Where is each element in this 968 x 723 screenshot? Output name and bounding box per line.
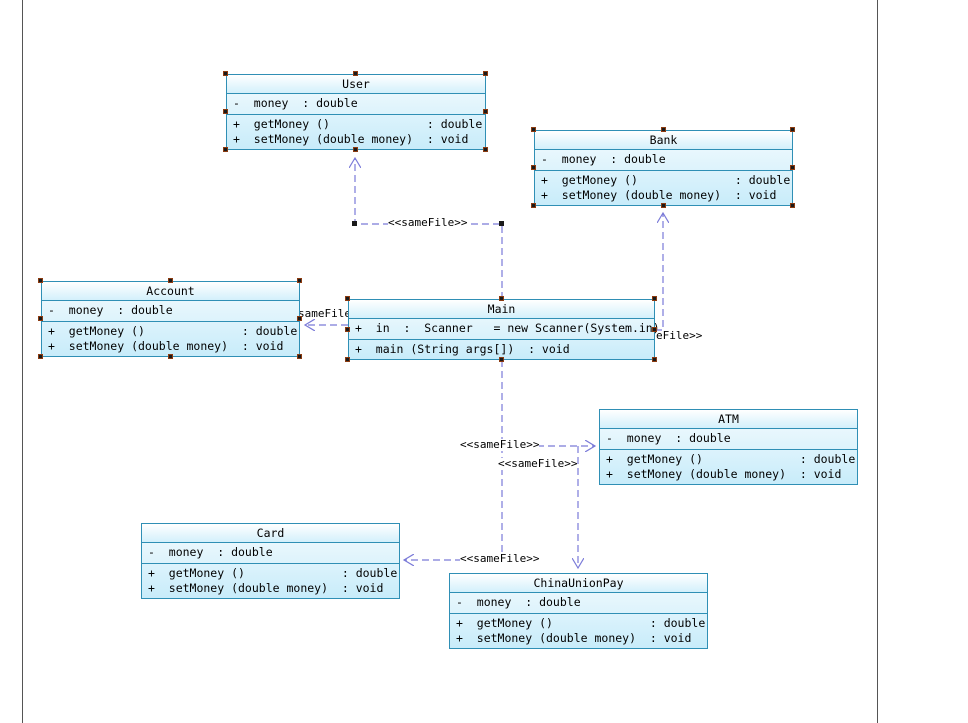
resize-handle[interactable] [661,127,666,132]
operation-compartment: + getMoney () : double + setMoney (doubl… [450,614,707,649]
resize-handle[interactable] [168,278,173,283]
operation-row: + getMoney () : double [233,117,483,131]
stereotype-label-chinaunionpay-link: <<sameFile>> [498,457,578,470]
resize-handle[interactable] [652,357,657,362]
resize-handle[interactable] [297,316,302,321]
class-atm[interactable]: ATM - money : double + getMoney () : dou… [599,409,858,485]
resize-handle[interactable] [790,203,795,208]
resize-handle[interactable] [483,71,488,76]
class-name: ChinaUnionPay [450,574,707,593]
link-bend-handle[interactable] [499,221,504,226]
resize-handle[interactable] [531,203,536,208]
class-name: User [227,75,485,94]
class-account[interactable]: Account - money : double + getMoney () :… [41,281,300,357]
class-main[interactable]: Main + in : Scanner = new Scanner(System… [348,299,660,360]
class-name: Main [349,300,654,319]
operation-row: + getMoney () : double [541,173,791,187]
operation-row: + getMoney () : double [606,452,856,466]
link-main-to-bank[interactable] [655,213,663,331]
attribute-row: - money : double [541,152,666,166]
operation-compartment: + main (String args[]) : void [349,340,654,360]
stereotype-label-user-link: <<sameFile>> [388,216,468,229]
resize-handle[interactable] [483,109,488,114]
resize-handle[interactable] [531,127,536,132]
resize-handle[interactable] [345,296,350,301]
resize-handle[interactable] [353,147,358,152]
resize-handle[interactable] [38,354,43,359]
attribute-compartment: - money : double [450,593,707,614]
operation-row: + setMoney (double money) : void [456,631,692,645]
attribute-row: - money : double [48,303,173,317]
resize-handle[interactable] [790,165,795,170]
resize-handle[interactable] [345,327,350,332]
resize-handle[interactable] [790,127,795,132]
attribute-row: - money : double [148,545,273,559]
attribute-compartment: - money : double [42,301,299,322]
resize-handle[interactable] [353,71,358,76]
resize-handle[interactable] [297,278,302,283]
resize-handle[interactable] [223,147,228,152]
resize-handle[interactable] [652,327,657,332]
attribute-row: - money : double [456,595,581,609]
attribute-compartment: + in : Scanner = new Scanner(System.in) [349,319,660,340]
attribute-row: - money : double [606,431,731,445]
class-card[interactable]: Card - money : double + getMoney () : do… [141,523,400,599]
canvas-right-border [877,0,878,723]
resize-handle[interactable] [499,296,504,301]
resize-handle[interactable] [531,165,536,170]
operation-row: + main (String args[]) : void [355,342,570,356]
resize-handle[interactable] [661,203,666,208]
attribute-row: + in : Scanner = new Scanner(System.in) [355,321,660,335]
resize-handle[interactable] [168,354,173,359]
attribute-compartment: - money : double [227,94,485,115]
stereotype-label-bank-link: eFile>> [656,329,703,342]
attribute-compartment: - money : double [142,543,399,564]
operation-compartment: + getMoney () : double + setMoney (doubl… [142,564,399,599]
operation-row: + setMoney (double money) : void [541,188,777,202]
resize-handle[interactable] [652,296,657,301]
resize-handle[interactable] [345,357,350,362]
link-main-to-atm[interactable] [501,360,595,446]
resize-handle[interactable] [223,109,228,114]
class-name: Bank [535,131,792,150]
class-name: ATM [600,410,857,429]
operation-row: + setMoney (double money) : void [606,467,842,481]
operation-row: + getMoney () : double [148,566,398,580]
operation-row: + getMoney () : double [48,324,298,338]
canvas-left-border [22,0,23,723]
resize-handle[interactable] [297,354,302,359]
resize-handle[interactable] [499,357,504,362]
resize-handle[interactable] [223,71,228,76]
attribute-compartment: - money : double [600,429,857,450]
link-bend-handle[interactable] [352,221,357,226]
operation-row: + setMoney (double money) : void [233,132,469,146]
attribute-row: - money : double [233,96,358,110]
class-bank[interactable]: Bank - money : double + getMoney () : do… [534,130,793,206]
stereotype-label-card-link: <<sameFile>> [460,552,540,565]
class-chinaunionpay[interactable]: ChinaUnionPay - money : double + getMone… [449,573,708,649]
resize-handle[interactable] [38,316,43,321]
attribute-compartment: - money : double [535,150,792,171]
stereotype-label-atm-link: <<sameFile>> [460,438,540,451]
operation-row: + setMoney (double money) : void [48,339,284,353]
stereotype-label-account-link: sameFile [298,307,351,320]
operation-compartment: + getMoney () : double + setMoney (doubl… [535,171,792,206]
class-user[interactable]: User - money : double + getMoney () : do… [226,74,486,150]
resize-handle[interactable] [483,147,488,152]
resize-handle[interactable] [38,278,43,283]
operation-compartment: + getMoney () : double + setMoney (doubl… [227,115,485,150]
link-main-to-card[interactable] [404,446,503,560]
operation-row: + getMoney () : double [456,616,706,630]
operation-compartment: + getMoney () : double + setMoney (doubl… [42,322,299,357]
class-name: Card [142,524,399,543]
class-name: Account [42,282,299,301]
operation-row: + setMoney (double money) : void [148,581,384,595]
operation-compartment: + getMoney () : double + setMoney (doubl… [600,450,857,485]
